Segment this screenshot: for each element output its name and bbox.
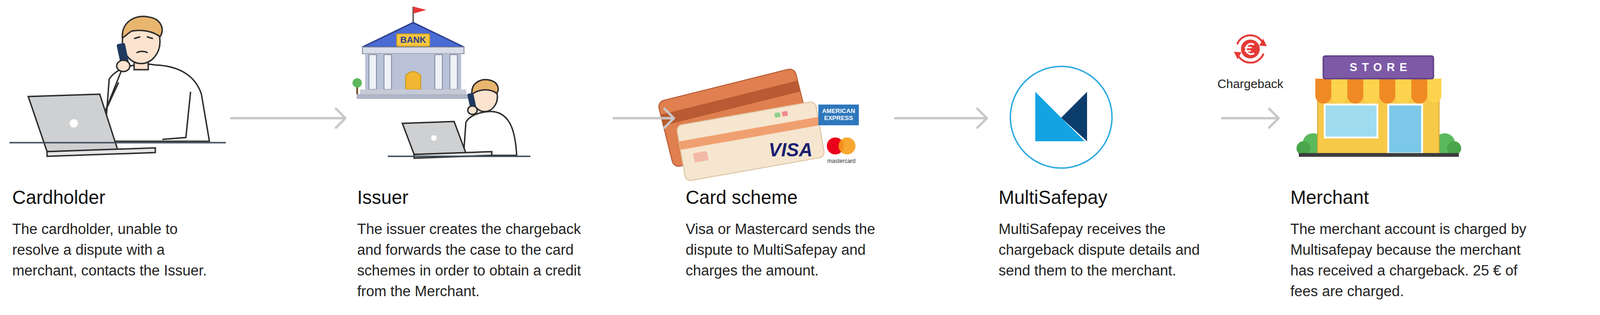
step-description: The issuer creates the chargeback and fo… <box>357 218 602 302</box>
step-description: The cardholder, unable to resolve a disp… <box>12 218 220 281</box>
visa-logo: VISA <box>768 139 813 161</box>
step-description: The merchant account is charged by Multi… <box>1290 218 1545 302</box>
flow-arrow <box>231 108 346 128</box>
step-description: MultiSafepay receives the chargeback dis… <box>998 218 1211 281</box>
flow-arrow <box>895 108 987 128</box>
chargeback-icon <box>1233 35 1267 63</box>
amex-logo: AMERICAN EXPRESS <box>818 104 859 126</box>
bank-illustration <box>352 6 531 159</box>
edge-label: Chargeback <box>1214 75 1287 93</box>
store-sign: STORE <box>1344 60 1412 74</box>
step-heading: Card scheme <box>685 185 884 209</box>
step-heading: Issuer <box>357 185 602 209</box>
store-illustration <box>1296 56 1462 157</box>
flow-arrow <box>1222 108 1279 128</box>
bank-sign: BANK <box>400 34 427 46</box>
step-heading: Merchant <box>1290 185 1545 209</box>
step-description: Visa or Mastercard sends the dispute to … <box>685 218 884 281</box>
cardholder-illustration <box>9 16 226 157</box>
step-column: CardholderThe cardholder, unable to reso… <box>12 9 220 281</box>
step-column: MerchantThe merchant account is charged … <box>1290 9 1545 302</box>
step-heading: MultiSafepay <box>998 185 1211 209</box>
step-heading: Cardholder <box>12 185 220 209</box>
step-column: IssuerThe issuer creates the chargeback … <box>357 9 602 302</box>
multisafepay-logo <box>1010 66 1112 168</box>
mastercard-logo: mastercard <box>827 157 856 165</box>
step-column: MultiSafepayMultiSafepay receives the ch… <box>998 9 1211 281</box>
flow-arrow <box>613 108 674 128</box>
